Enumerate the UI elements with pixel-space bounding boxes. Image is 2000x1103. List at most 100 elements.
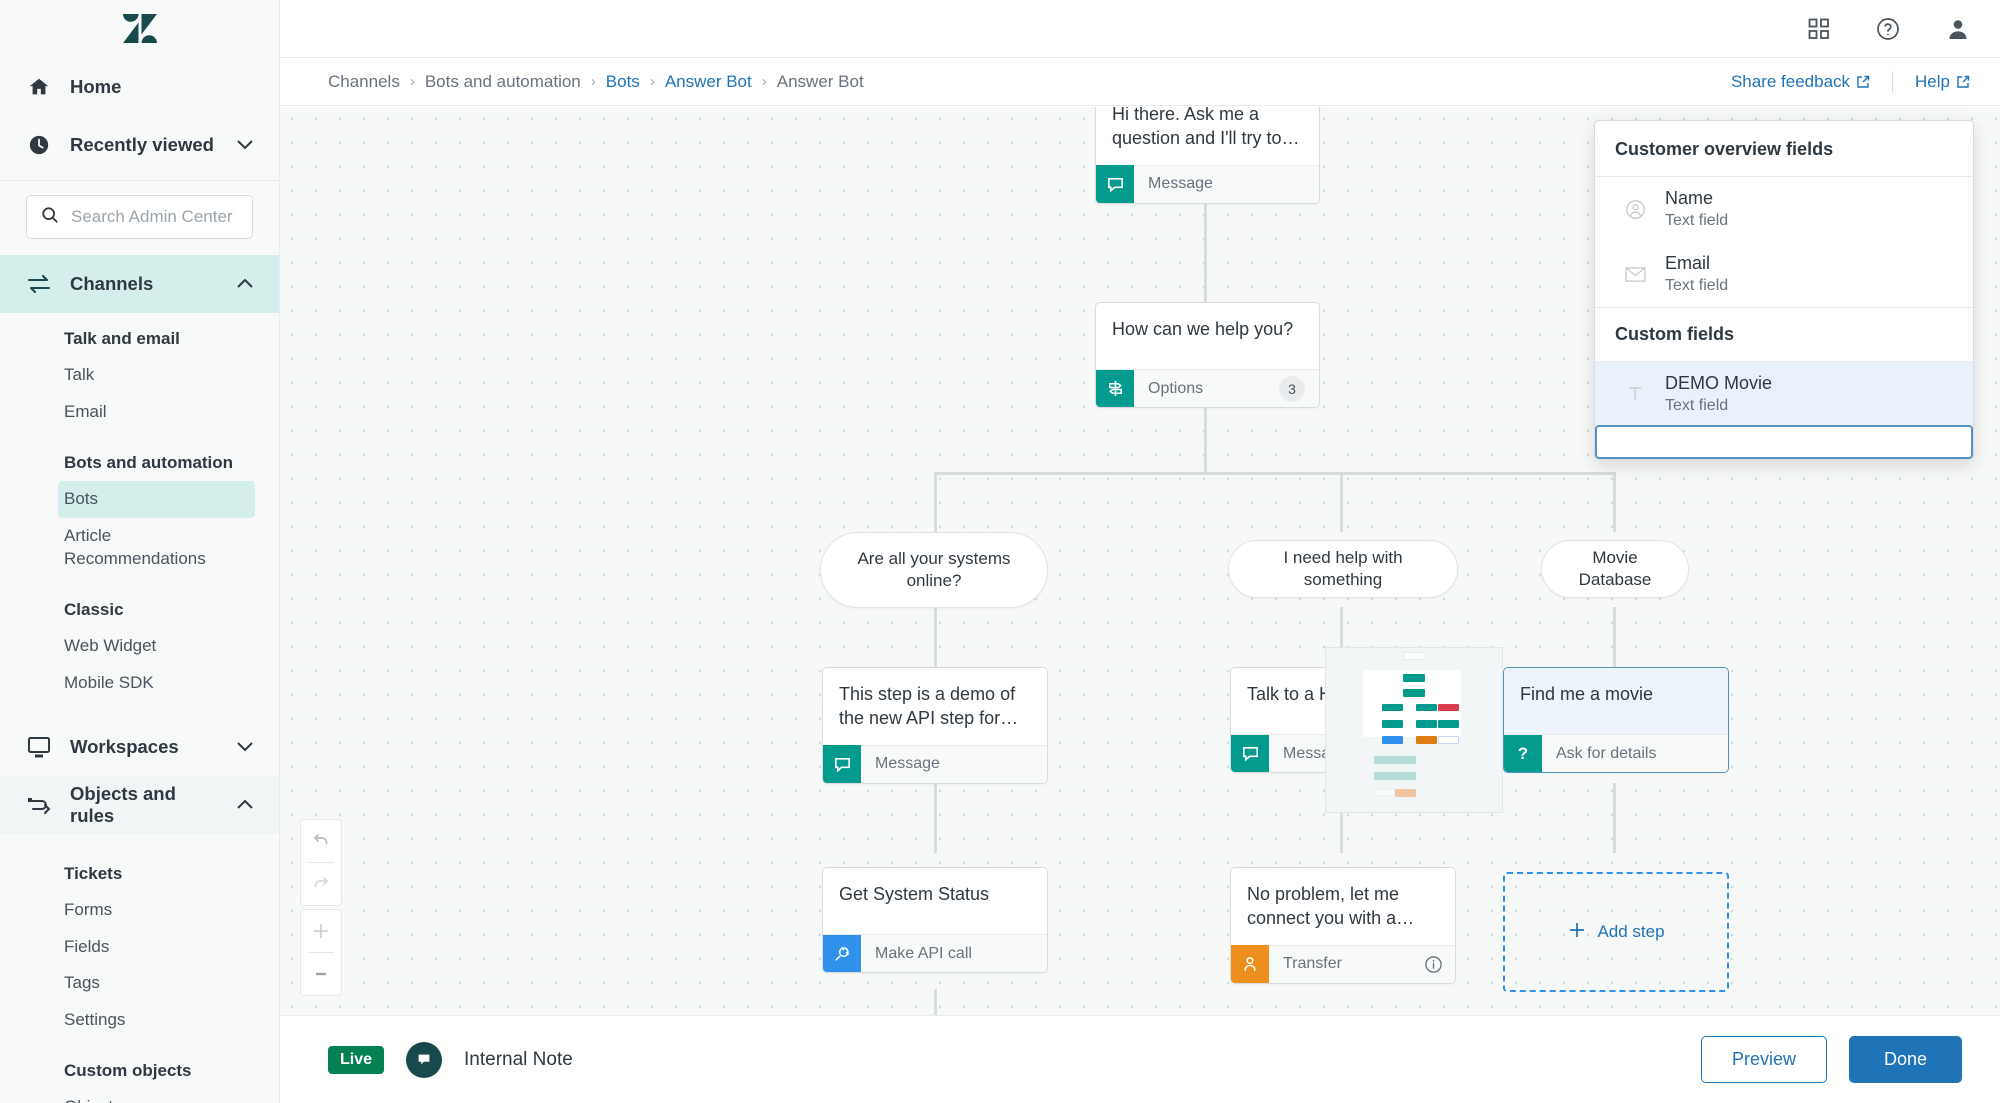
user-avatar-icon[interactable] <box>1946 17 1970 41</box>
flow-branch-systems-online[interactable]: Are all your systems online? <box>820 532 1048 608</box>
minimap-node <box>1374 789 1395 796</box>
sidebar-item-email[interactable]: Email <box>64 401 107 421</box>
edge-card1-to-card4 <box>934 783 937 853</box>
zoom-controls <box>300 909 342 996</box>
preview-button[interactable]: Preview <box>1700 1036 1827 1083</box>
edge-branch-drop-2 <box>1340 472 1343 532</box>
sidebar-group-bots-and-automation: Bots and automation Bots Article Recomme… <box>0 437 279 584</box>
minimap-node <box>1403 674 1425 682</box>
channels-icon <box>26 274 52 294</box>
flow-node-find-me-a-movie[interactable]: Find me a movie ? Ask for details <box>1503 667 1729 773</box>
flow-branch-movie-database[interactable]: Movie Database <box>1541 540 1689 598</box>
sidebar-item-channels[interactable]: Channels <box>0 255 279 313</box>
search-box[interactable] <box>26 195 253 239</box>
zoom-in-button[interactable] <box>300 910 342 952</box>
sidebar-item-objects[interactable]: Objects <box>0 1089 279 1103</box>
sidebar-group-talk-and-email: Talk and email Talk Email <box>0 313 279 437</box>
grid-apps-icon[interactable] <box>1808 18 1830 40</box>
flow-node-greeting[interactable]: Hi there. Ask me a question and I'll try… <box>1095 107 1320 204</box>
sidebar-item-article-recommendations[interactable]: Article Recommendations <box>64 525 206 568</box>
message-icon <box>1231 734 1269 772</box>
edge-branch-bar <box>934 472 1616 475</box>
dropdown-item-text: Email Text field <box>1665 252 1728 297</box>
sidebar-subhead-classic: Classic <box>64 599 124 619</box>
breadcrumb-separator: › <box>409 73 415 90</box>
sidebar-item-forms[interactable]: Forms <box>64 899 113 919</box>
breadcrumb-separator: › <box>590 73 596 90</box>
share-feedback-link[interactable]: Share feedback <box>1731 72 1870 92</box>
sidebar-item-workspaces[interactable]: Workspaces <box>0 718 279 776</box>
flow-node-footer-label: Options <box>1148 379 1204 397</box>
branch-label: Are all your systems online? <box>857 548 1011 590</box>
branch-label: I need help with something <box>1283 547 1403 589</box>
minimap-node <box>1395 772 1416 780</box>
sidebar-item-recently-viewed[interactable]: Recently viewed <box>0 116 279 174</box>
flow-node-title: This step is a demo of the new API step … <box>839 684 1019 729</box>
sidebar-group-classic: Classic Web Widget Mobile SDK <box>0 584 279 708</box>
dropdown-section-title-custom-fields: Custom fields <box>1595 308 1973 362</box>
flow-node-footer: Transfer <box>1231 944 1455 983</box>
search-input[interactable] <box>71 207 238 227</box>
internal-note-label: Internal Note <box>464 1048 573 1070</box>
done-button[interactable]: Done <box>1848 1036 1962 1083</box>
speech-bubble-icon[interactable] <box>406 1041 443 1078</box>
add-step-button[interactable]: Add step <box>1503 872 1729 992</box>
flow-node-get-system-status[interactable]: Get System Status Make API call <box>822 867 1048 973</box>
sidebar-item-bots[interactable]: Bots <box>58 480 255 518</box>
envelope-icon <box>1623 266 1647 283</box>
info-circle-icon[interactable] <box>1424 955 1443 974</box>
sidebar-item-talk[interactable]: Talk <box>64 365 95 384</box>
sidebar-item-objects-and-rules[interactable]: Objects and rules <box>0 775 279 834</box>
undo-arrow-icon[interactable] <box>300 820 342 862</box>
sidebar-item-web-widget[interactable]: Web Widget <box>64 635 157 655</box>
edge-card3-to-addstep <box>1613 783 1616 853</box>
undo-redo-controls <box>300 819 342 906</box>
breadcrumb-item-2[interactable]: Bots <box>605 71 640 91</box>
flow-node-footer: Message <box>1096 164 1319 203</box>
field-picker-dropdown[interactable]: Customer overview fields Name Text field… <box>1594 120 1974 460</box>
breadcrumb-separator: › <box>761 73 767 90</box>
edge-branch-drop-3 <box>1613 472 1616 532</box>
breadcrumb-item-3[interactable]: Answer Bot <box>664 71 752 91</box>
status-badge: Live <box>328 1045 385 1074</box>
breadcrumb-item-1[interactable]: Bots and automation <box>424 71 581 91</box>
home-icon <box>26 76 52 98</box>
edge-help-to-branchbar <box>1204 407 1207 472</box>
flow-node-title: No problem, let me connect you with a… <box>1247 884 1415 929</box>
sidebar-search-wrapper <box>0 181 279 255</box>
breadcrumb-item-0[interactable]: Channels <box>328 71 400 91</box>
zendesk-logo[interactable] <box>0 0 279 58</box>
dropdown-item-name[interactable]: Name Text field <box>1595 177 1973 242</box>
sidebar-item-mobile-sdk[interactable]: Mobile SDK <box>64 672 154 692</box>
sidebar-item-fields[interactable]: Fields <box>64 936 110 956</box>
dropdown-item-name-label: Email <box>1665 252 1711 273</box>
zoom-out-button[interactable] <box>300 953 342 995</box>
sidebar-subhead-tickets: Tickets <box>64 863 123 883</box>
sidebar-item-home[interactable]: Home <box>0 58 279 116</box>
flow-node-how-can-we-help[interactable]: How can we help you? Options 3 <box>1095 302 1320 408</box>
breadcrumb-item-4: Answer Bot <box>776 71 864 91</box>
flow-node-api-demo[interactable]: This step is a demo of the new API step … <box>822 667 1048 784</box>
sidebar-group-tickets: Tickets Forms Fields Tags Settings <box>0 848 279 1046</box>
dropdown-item-email[interactable]: Email Text field <box>1595 242 1973 307</box>
dropdown-focused-input[interactable] <box>1595 425 1973 459</box>
redo-arrow-icon[interactable] <box>300 863 342 905</box>
sidebar-item-tags[interactable]: Tags <box>64 973 100 993</box>
sidebar-item-settings[interactable]: Settings <box>64 1010 126 1030</box>
help-circle-icon[interactable] <box>1876 17 1900 41</box>
minimap-node <box>1374 772 1395 780</box>
flow-branch-need-help[interactable]: I need help with something <box>1228 540 1458 598</box>
question-mark-icon: ? <box>1504 734 1542 772</box>
clock-icon <box>26 134 52 156</box>
sidebar-recently-viewed-label: Recently viewed <box>70 134 214 155</box>
minimap[interactable] <box>1325 647 1503 813</box>
flow-node-transfer[interactable]: No problem, let me connect you with a… T… <box>1230 867 1456 984</box>
dropdown-item-demo-movie[interactable]: DEMO Movie Text field <box>1595 361 1973 427</box>
minimap-node <box>1438 704 1459 711</box>
help-link[interactable]: Help <box>1915 72 1970 92</box>
flow-node-footer: Make API call <box>823 934 1047 972</box>
edge-card2-to-card5 <box>1340 783 1343 853</box>
bot-flow-canvas[interactable]: Hi there. Ask me a question and I'll try… <box>280 107 2000 1015</box>
add-step-label: Add step <box>1597 922 1665 941</box>
